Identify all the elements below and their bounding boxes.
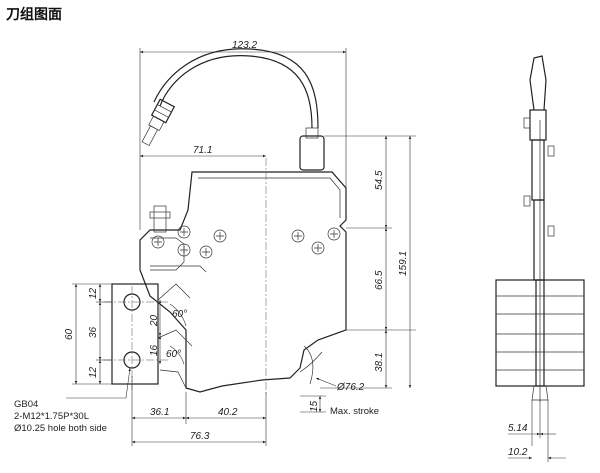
dim-label-right-mid: 66.5: [374, 270, 385, 290]
side-view: [495, 55, 585, 402]
dim-label-inner-upper: 20: [149, 314, 160, 327]
dim-side: 5.14 10.2: [508, 400, 566, 462]
note-hole: Ø10.25 hole both side: [14, 423, 107, 434]
dim-label-top-width: 123.2: [232, 40, 257, 51]
dim-label-right-total: 159.1: [398, 251, 409, 276]
dim-label-left-top: 12: [88, 287, 99, 299]
dim-label-right-upper: 54.5: [374, 170, 385, 190]
dim-label-upper-offset: 71.1: [193, 145, 212, 156]
dim-label-inner-lower: 16: [149, 344, 160, 356]
dim-left: 60 12 36 12: [64, 283, 112, 385]
air-hose: [141, 48, 319, 147]
dim-label-angle-upper: 60°: [172, 309, 187, 320]
dim-label-angle-lower: 60°: [166, 349, 181, 360]
dim-label-side-small: 5.14: [508, 423, 528, 434]
dim-radius: Ø76.2: [315, 377, 365, 393]
notes-leader: GB04 2-M12*1.75P*30L Ø10.25 hole both si…: [14, 367, 131, 434]
dim-label-right-lower: 38.1: [374, 353, 385, 372]
dim-bottom: 36.1 40.2 76.3: [131, 376, 267, 446]
note-standard: GB04: [14, 399, 38, 410]
dim-inner: 20 16 60° 60°: [149, 300, 187, 365]
centerlines: [104, 158, 267, 396]
dim-label-radius: Ø76.2: [336, 382, 365, 393]
dim-label-bottom-a: 36.1: [150, 407, 169, 418]
dim-label-side-large: 10.2: [508, 447, 528, 458]
dim-label-left-bot: 12: [88, 366, 99, 378]
bolt-heads: [151, 225, 341, 259]
note-thread: 2-M12*1.75P*30L: [14, 411, 89, 422]
dim-stroke: 15 Max. stroke: [300, 395, 379, 417]
body-fitting: [149, 127, 325, 233]
dim-upper-offset: 71.1: [140, 145, 266, 158]
drawing-title: 刀组图面: [6, 7, 62, 23]
dim-label-left-mid: 36: [88, 326, 99, 338]
dim-label-bottom-total: 76.3: [190, 431, 210, 442]
stroke-label: Max. stroke: [330, 406, 379, 417]
dim-label-stroke: 15: [309, 400, 320, 412]
dim-top-width: 123.2: [139, 40, 347, 230]
dim-right: 54.5 66.5 38.1 159.1: [320, 135, 416, 389]
left-holder: [111, 283, 193, 389]
dim-label-bottom-b: 40.2: [218, 407, 238, 418]
dim-label-left-total: 60: [64, 328, 75, 340]
